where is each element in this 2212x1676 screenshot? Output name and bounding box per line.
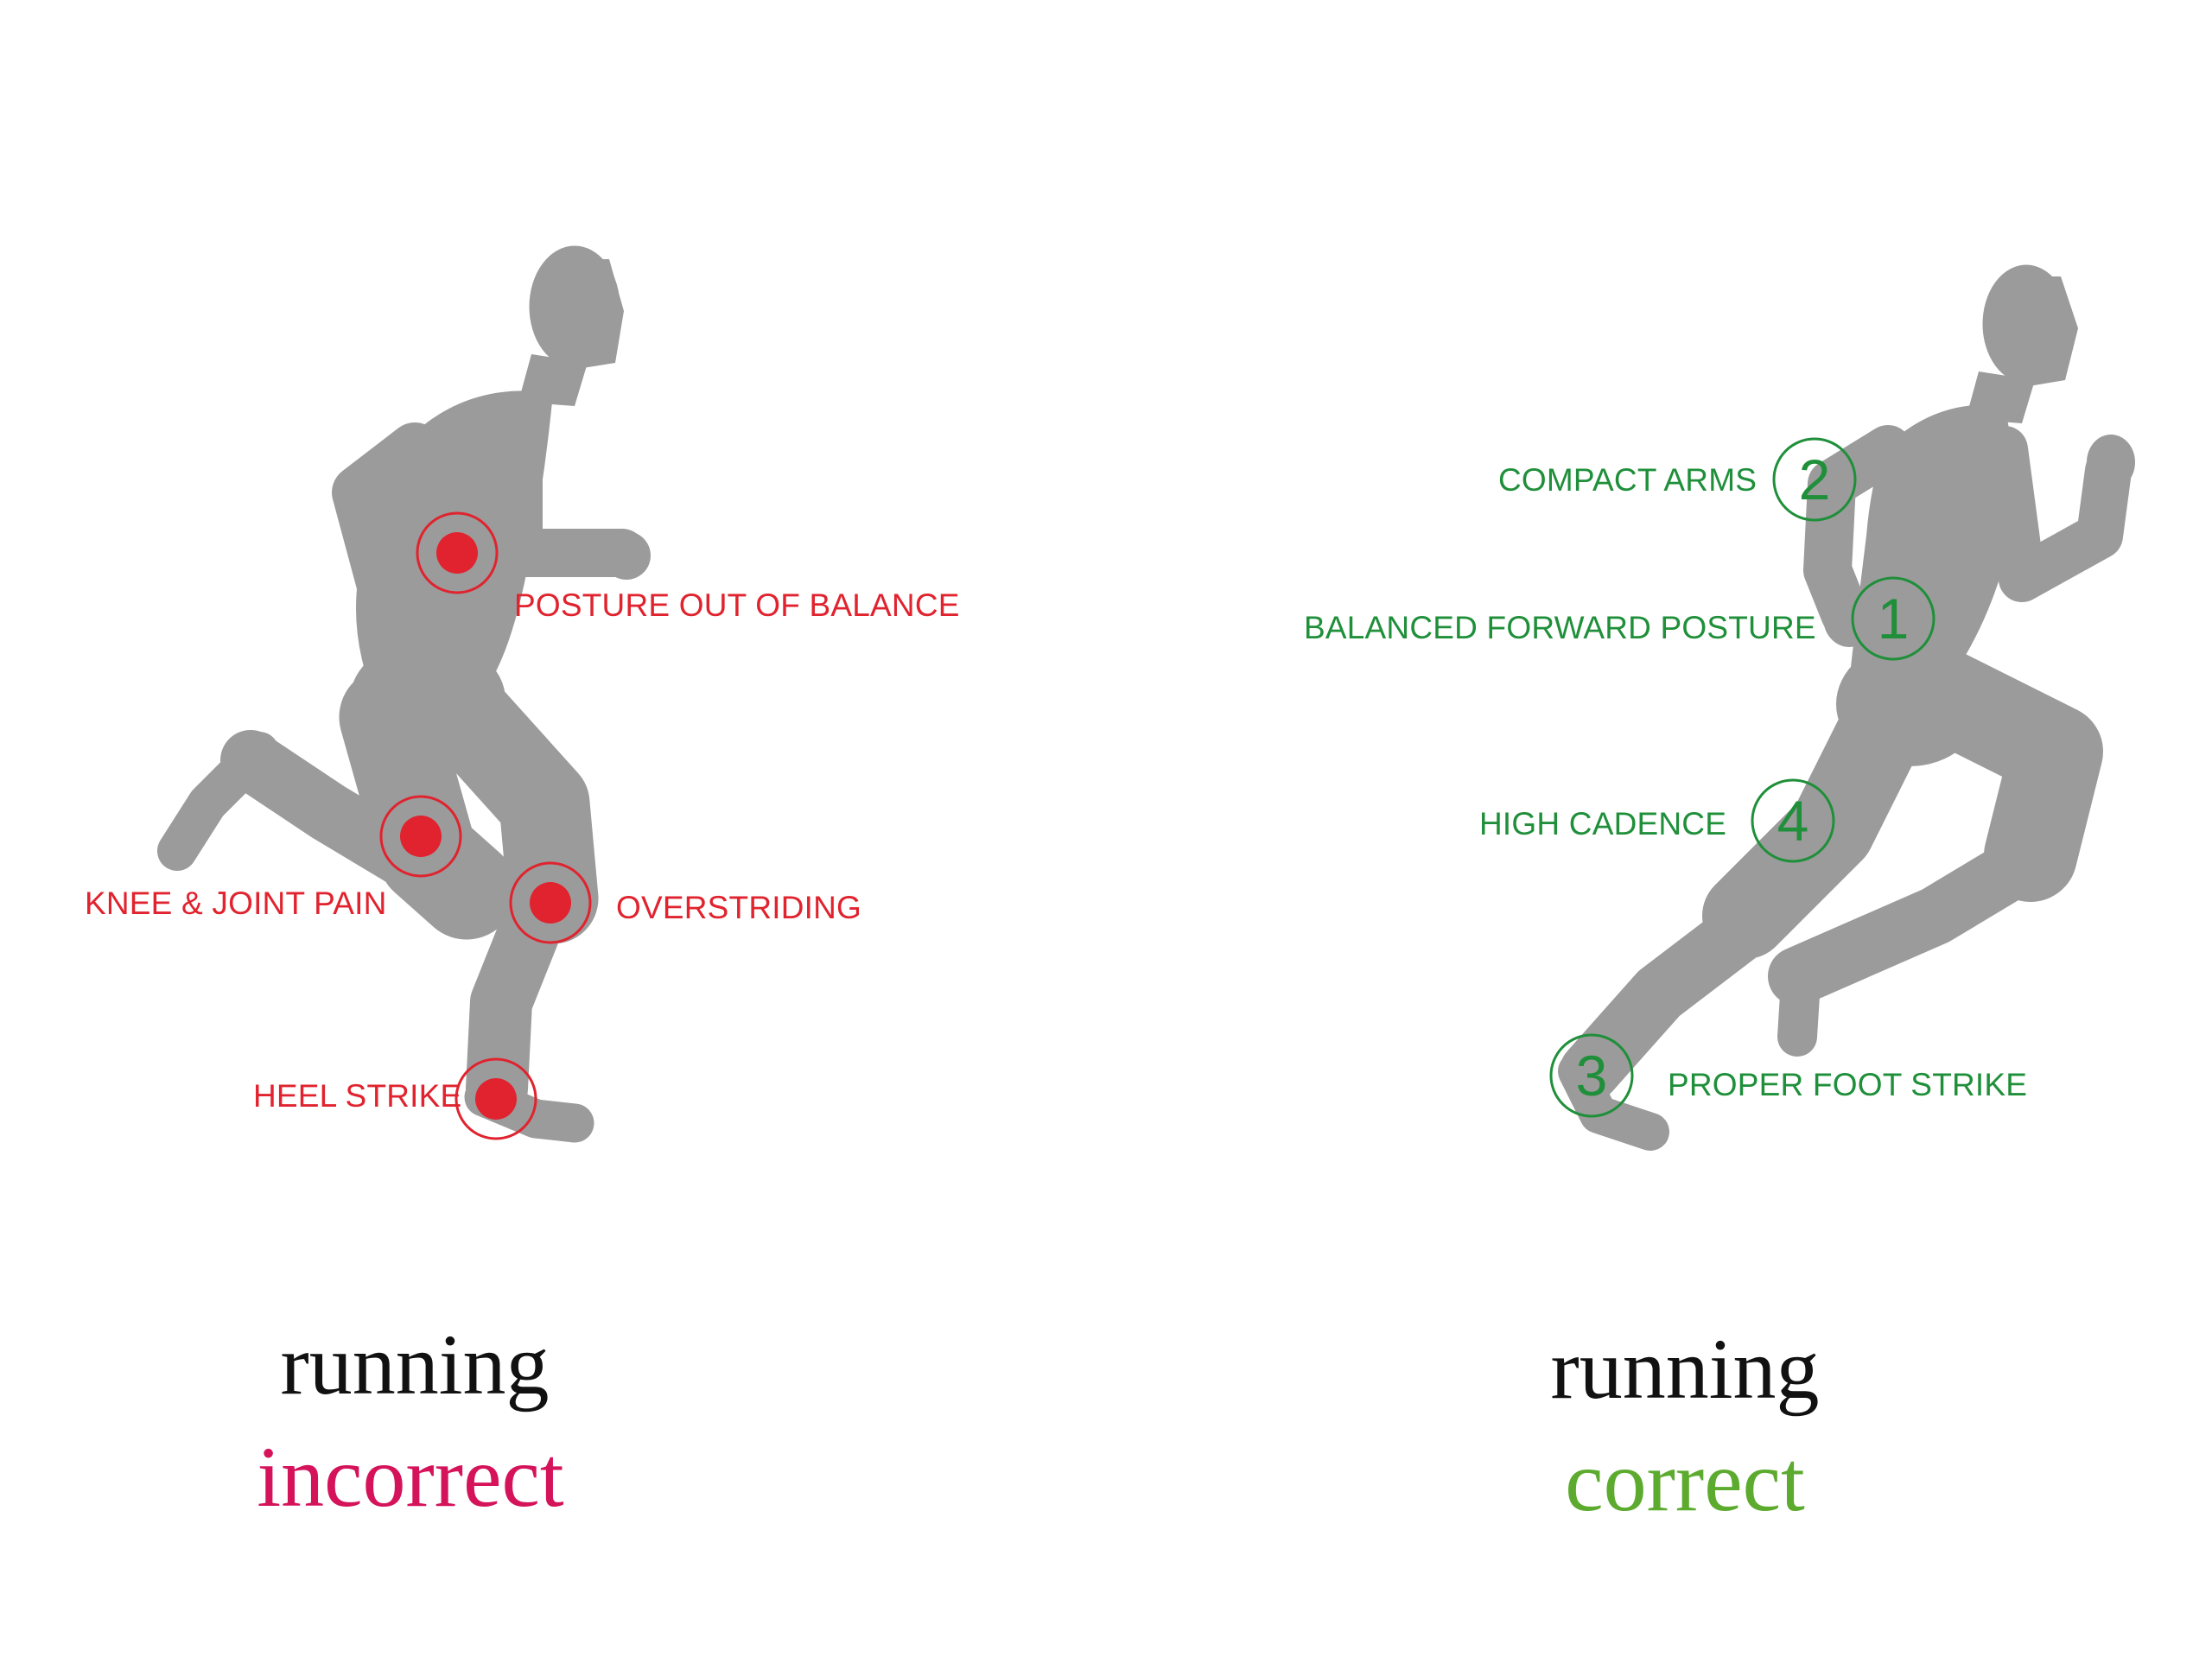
heel-marker — [454, 1057, 537, 1140]
marker-1-balanced-posture: 1 — [1851, 576, 1936, 661]
callout-proper-foot-strike: PROPER FOOT STRIKE — [1668, 1067, 2028, 1102]
incorrect-caption-subtitle: incorrect — [257, 1429, 564, 1525]
marker-4-high-cadence: 4 — [1751, 778, 1835, 863]
correct-caption-subtitle: correct — [1565, 1433, 1805, 1529]
callout-overstriding: OVERSTRIDING — [616, 890, 862, 925]
marker-number-2: 2 — [1799, 448, 1831, 511]
knee-marker — [379, 795, 462, 878]
overstriding-marker — [509, 861, 592, 944]
posture-marker — [416, 511, 499, 594]
correct-caption-title: running — [1550, 1321, 1820, 1417]
incorrect-caption-title: running — [280, 1317, 550, 1413]
callout-compact-arms: COMPACT ARMS — [1498, 462, 1758, 498]
correct-running-panel: 2 1 4 3 COMPACT ARMS BALANCED FORWARD PO… — [1106, 0, 2212, 1676]
marker-number-4: 4 — [1777, 789, 1809, 853]
runner-silhouette-correct — [1558, 264, 2135, 1151]
marker-number-3: 3 — [1576, 1044, 1608, 1108]
correct-runner-illustration: 2 1 4 3 — [1549, 264, 2135, 1151]
runner-silhouette-incorrect — [157, 245, 651, 1143]
callout-knee-joint-pain: KNEE & JOINT PAIN — [85, 886, 387, 921]
callout-heel-strike: HEEL STRIKE — [253, 1078, 462, 1114]
marker-3-proper-foot-strike: 3 — [1549, 1033, 1634, 1118]
callout-balanced-forward-posture: BALANCED FORWARD POSTURE — [1304, 610, 1816, 645]
incorrect-runner-illustration — [157, 245, 651, 1143]
callout-posture-out-of-balance: POSTURE OUT OF BALANCE — [514, 587, 960, 623]
marker-number-1: 1 — [1878, 587, 1910, 651]
marker-2-compact-arms: 2 — [1772, 437, 1857, 522]
callout-high-cadence: HIGH CADENCE — [1479, 806, 1727, 841]
incorrect-running-panel: POSTURE OUT OF BALANCE KNEE & JOINT PAIN… — [85, 245, 960, 1525]
